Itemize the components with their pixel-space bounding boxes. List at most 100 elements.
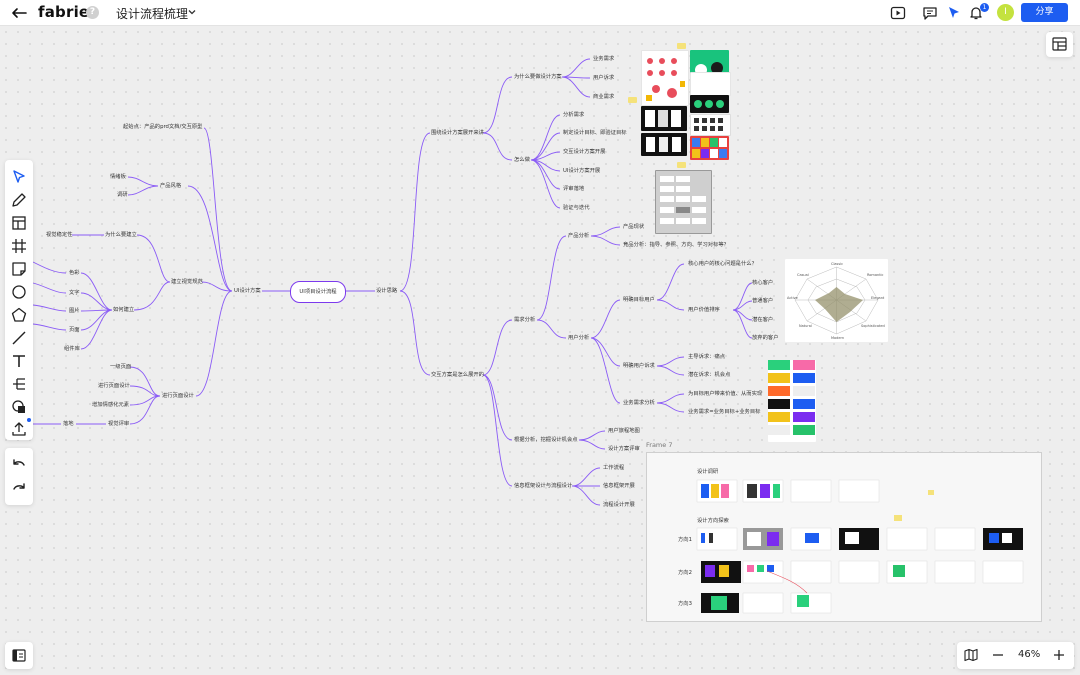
node-why-scheme[interactable]: 为什么要做设计方案 bbox=[514, 74, 562, 80]
node-biz-goal[interactable]: 业务需求=业务目标+业务目标 bbox=[688, 409, 761, 415]
colorful-ui-collage[interactable] bbox=[768, 360, 816, 442]
help-icon[interactable]: ? bbox=[86, 6, 99, 19]
node-topic-b[interactable]: 交互方案是怎么展开的 bbox=[431, 372, 484, 378]
notification-bell-icon[interactable] bbox=[968, 5, 984, 21]
sidebar-toggle-button[interactable] bbox=[5, 642, 33, 669]
moodboard-image-4[interactable] bbox=[641, 106, 687, 131]
node-page[interactable]: 页面 bbox=[69, 327, 80, 333]
node-latent-demand[interactable]: 潜在诉求：机会点 bbox=[688, 372, 731, 378]
node-business-req[interactable]: 商业需求 bbox=[593, 94, 615, 100]
node-flow-design[interactable]: 流程设计开展 bbox=[603, 502, 635, 508]
mindmap-root[interactable]: UI项目设计流程 bbox=[290, 281, 346, 303]
node-topic-a[interactable]: 围绕设计方案展开来讲 bbox=[431, 130, 484, 136]
cursor-follow-icon[interactable] bbox=[946, 5, 962, 21]
node-research[interactable]: 调研 bbox=[117, 192, 128, 198]
node-ia-flow[interactable]: 信息框架设计与流程设计 bbox=[514, 483, 573, 489]
sticky-note[interactable] bbox=[677, 43, 686, 49]
node-core-customer[interactable]: 核心客户 bbox=[752, 280, 774, 286]
node-color[interactable]: 色彩 bbox=[69, 270, 80, 276]
node-user-analysis[interactable]: 用户分析 bbox=[568, 335, 590, 341]
moodboard-image-3[interactable] bbox=[690, 72, 731, 96]
node-moodboard[interactable]: 情绪板 bbox=[110, 174, 126, 180]
document-title[interactable]: 设计流程梳理 bbox=[116, 7, 189, 21]
node-visual-stability[interactable]: 视觉稳定性 bbox=[46, 232, 73, 238]
node-workflow[interactable]: 工作流程 bbox=[603, 465, 625, 471]
text-tool[interactable] bbox=[10, 352, 28, 370]
frame-tool[interactable] bbox=[10, 237, 28, 255]
moodboard-image-6[interactable] bbox=[690, 114, 731, 136]
pen-tool[interactable] bbox=[10, 191, 28, 209]
node-ui-expand[interactable]: UI设计方案开展 bbox=[563, 168, 601, 174]
node-start-point[interactable]: 起始点：产品的prd文档/交互原型 bbox=[123, 124, 203, 130]
sticky-note[interactable] bbox=[628, 97, 637, 103]
node-ui-design-scheme[interactable]: UI设计方案 bbox=[234, 288, 261, 294]
chevron-down-icon[interactable] bbox=[187, 7, 197, 17]
node-value-rank[interactable]: 用户价值排序 bbox=[688, 307, 720, 313]
sticky-note[interactable] bbox=[677, 162, 686, 168]
select-tool[interactable] bbox=[10, 168, 28, 186]
node-text[interactable]: 文字 bbox=[69, 290, 80, 296]
frame-label[interactable]: Frame 7 bbox=[646, 441, 673, 449]
node-product-style[interactable]: 产品风格 bbox=[160, 183, 182, 189]
mindmap-tool[interactable] bbox=[10, 375, 28, 393]
node-build-visual-spec[interactable]: 建立视觉规范 bbox=[171, 279, 203, 285]
node-ix-expand[interactable]: 交互设计方案开展 bbox=[563, 149, 606, 155]
node-set-goals[interactable]: 制定设计目标、即验证目标 bbox=[563, 130, 627, 136]
node-do-page-design[interactable]: 进行页面设计 bbox=[98, 383, 130, 389]
node-by-analysis[interactable]: 根据分析，挖掘设计机会点 bbox=[514, 437, 578, 443]
comment-icon[interactable] bbox=[922, 5, 938, 21]
layout-panel-button[interactable] bbox=[1046, 32, 1073, 57]
back-arrow-icon[interactable] bbox=[10, 4, 28, 22]
radar-chart-image[interactable]: Classic Romantic Elegant Sophisticated M… bbox=[785, 259, 888, 342]
node-potential-customer[interactable]: 潜在客户 bbox=[752, 317, 774, 323]
node-page-design[interactable]: 进行页面设计 bbox=[162, 393, 194, 399]
node-ia-expand[interactable]: 信息框架开展 bbox=[603, 483, 635, 489]
zoom-out-icon[interactable] bbox=[990, 647, 1006, 663]
node-how-build[interactable]: 如何建立 bbox=[113, 307, 135, 313]
node-analyze-req[interactable]: 分析需求 bbox=[563, 112, 585, 118]
frame-7[interactable]: 设计调研 设计方向探索 方向1 方向2 方向3 bbox=[646, 452, 1042, 622]
node-biz-analysis[interactable]: 业务需求分析 bbox=[623, 400, 655, 406]
node-add-emotion[interactable]: 增加情感化元素 bbox=[92, 402, 130, 408]
node-landing[interactable]: 落地 bbox=[63, 421, 74, 427]
node-component-lib[interactable]: 组件库 bbox=[64, 346, 80, 352]
node-product-analysis[interactable]: 产品分析 bbox=[568, 233, 590, 239]
node-user-demand[interactable]: 明确用户诉求 bbox=[623, 363, 655, 369]
moodboard-image-7[interactable] bbox=[641, 133, 687, 156]
node-how-do[interactable]: 怎么做 bbox=[514, 157, 530, 163]
node-why-build[interactable]: 为什么要建立 bbox=[105, 232, 137, 238]
node-scheme-review[interactable]: 设计方案评审 bbox=[608, 446, 640, 452]
line-tool[interactable] bbox=[10, 329, 28, 347]
node-design-idea[interactable]: 设计思路 bbox=[376, 288, 398, 294]
node-competitor[interactable]: 竞品分析：指导、参照、方向、学习对标等？ bbox=[623, 242, 729, 248]
moodboard-image-5[interactable] bbox=[690, 95, 729, 113]
ellipse-tool[interactable] bbox=[10, 283, 28, 301]
node-visual-review[interactable]: 视觉评审 bbox=[108, 421, 130, 427]
ui-spec-table-image[interactable] bbox=[655, 170, 712, 234]
node-req-analysis[interactable]: 需求分析 bbox=[514, 317, 536, 323]
zoom-in-icon[interactable] bbox=[1051, 647, 1067, 663]
node-give-up-customer[interactable]: 放弃的客户 bbox=[752, 335, 779, 341]
node-product-status[interactable]: 产品现状 bbox=[623, 224, 645, 230]
layout-tool[interactable] bbox=[10, 214, 28, 232]
moodboard-image-1[interactable] bbox=[641, 50, 689, 106]
node-verify-iter[interactable]: 验证与迭代 bbox=[563, 205, 590, 211]
moodboard-image-8[interactable] bbox=[690, 136, 729, 160]
share-button[interactable]: 分享 bbox=[1021, 3, 1068, 22]
app-logo[interactable]: fabrie bbox=[38, 3, 90, 21]
node-main-demand[interactable]: 主导诉求：痛点 bbox=[688, 354, 726, 360]
node-review-land[interactable]: 评审落地 bbox=[563, 186, 585, 192]
node-user-req[interactable]: 用户诉求 bbox=[593, 75, 615, 81]
node-normal-customer[interactable]: 普通客户 bbox=[752, 298, 774, 304]
node-image[interactable]: 图片 bbox=[69, 308, 80, 314]
polygon-tool[interactable] bbox=[10, 306, 28, 324]
node-journey-map[interactable]: 用户旅程地图 bbox=[608, 428, 640, 434]
node-core-problem[interactable]: 核心用户的核心问题是什么？ bbox=[688, 261, 757, 267]
node-biz-req[interactable]: 业务需求 bbox=[593, 56, 615, 62]
zoom-level[interactable]: 46% bbox=[1018, 649, 1041, 660]
upload-tool[interactable] bbox=[10, 420, 28, 438]
present-play-icon[interactable] bbox=[890, 5, 906, 21]
whiteboard-canvas[interactable] bbox=[0, 26, 1080, 675]
node-level1-page[interactable]: 一级页面 bbox=[110, 364, 132, 370]
